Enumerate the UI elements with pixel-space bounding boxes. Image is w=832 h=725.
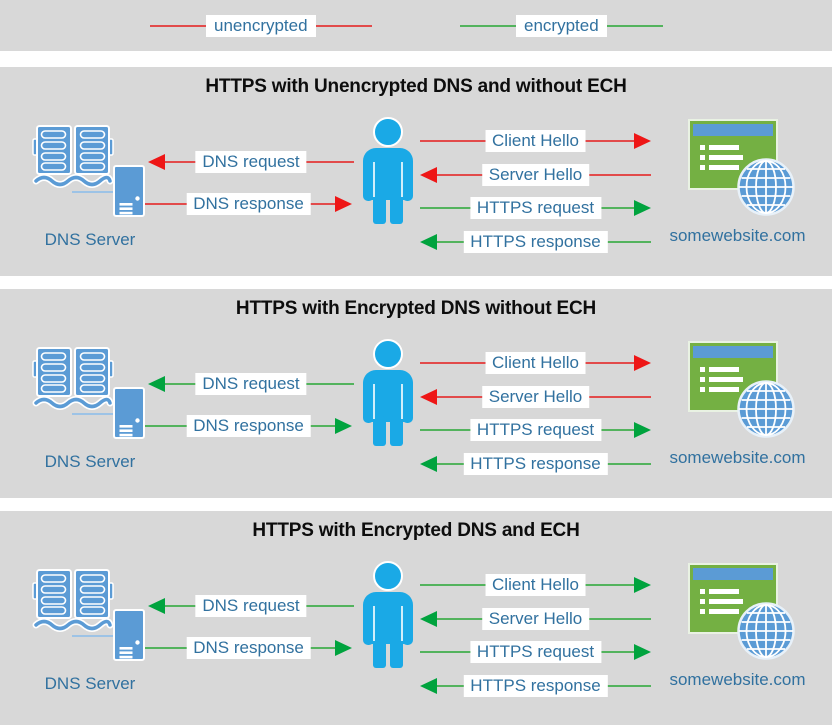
arrowhead-icon: [420, 611, 437, 627]
arrowhead-icon: [634, 644, 651, 660]
book-server-connector: [72, 635, 116, 637]
arrow-label: HTTPS request: [469, 419, 602, 441]
arrow-label: DNS request: [195, 151, 307, 173]
panel-encrypted-dns-no-ech: HTTPS with Encrypted DNS without ECH DNS…: [0, 289, 832, 498]
arrow-label: Client Hello: [485, 130, 586, 152]
arrowhead-icon: [420, 389, 437, 405]
globe-icon: [736, 379, 796, 439]
dns-server-label: DNS Server: [44, 230, 136, 249]
arrow-label: HTTPS request: [469, 197, 602, 219]
unencrypted-line-sample: [150, 25, 206, 27]
arrowhead-icon: [634, 200, 651, 216]
dns-server-tower-icon: [113, 387, 145, 439]
arrow-label: HTTPS request: [469, 641, 602, 663]
encrypted-line-sample: [460, 25, 516, 27]
globe-icon: [736, 601, 796, 661]
dns-server-tower-icon: [113, 609, 145, 661]
arrowhead-icon: [148, 376, 165, 392]
dns-server-label: DNS Server: [44, 674, 136, 693]
arrowhead-icon: [634, 422, 651, 438]
arrow-label: DNS response: [186, 415, 311, 437]
panel-encrypted-dns-ech: HTTPS with Encrypted DNS and ECH DNS Ser…: [0, 511, 832, 725]
arrowhead-icon: [335, 196, 352, 212]
panel-unencrypted-dns-no-ech: HTTPS with Unencrypted DNS and without E…: [0, 67, 832, 276]
arrowhead-icon: [420, 678, 437, 694]
dns-book-icon: [32, 561, 114, 639]
user-icon: [356, 561, 420, 669]
dns-server-tower-icon: [113, 165, 145, 217]
panel-title: HTTPS with Encrypted DNS and ECH: [252, 520, 580, 541]
legend-label: unencrypted: [206, 15, 316, 37]
panel-title: HTTPS with Encrypted DNS without ECH: [235, 298, 597, 319]
arrow-label: Client Hello: [485, 574, 586, 596]
arrowhead-icon: [634, 577, 651, 593]
arrowhead-icon: [148, 154, 165, 170]
arrow-label: Server Hello: [481, 386, 590, 408]
arrow-label: HTTPS response: [463, 231, 608, 253]
website-label: somewebsite.com: [669, 226, 806, 245]
unencrypted-line-sample: [315, 25, 372, 27]
legend-label: encrypted: [516, 15, 607, 37]
arrowhead-icon: [420, 234, 437, 250]
arrowhead-icon: [148, 598, 165, 614]
dns-server-label: DNS Server: [44, 452, 136, 471]
legend-bar: unencrypted encrypted: [0, 0, 832, 51]
dns-book-icon: [32, 117, 114, 195]
arrow-label: HTTPS response: [463, 675, 608, 697]
website-label: somewebsite.com: [669, 448, 806, 467]
book-server-connector: [72, 413, 116, 415]
arrow-label: DNS response: [186, 193, 311, 215]
arrow-label: DNS response: [186, 637, 311, 659]
arrow-label: Server Hello: [481, 164, 590, 186]
arrowhead-icon: [335, 640, 352, 656]
arrow-label: Client Hello: [485, 352, 586, 374]
arrow-label: DNS request: [195, 373, 307, 395]
panel-title: HTTPS with Unencrypted DNS and without E…: [205, 76, 627, 97]
arrowhead-icon: [634, 355, 651, 371]
dns-book-icon: [32, 339, 114, 417]
arrowhead-icon: [634, 133, 651, 149]
arrow-label: HTTPS response: [463, 453, 608, 475]
arrowhead-icon: [420, 167, 437, 183]
website-label: somewebsite.com: [669, 670, 806, 689]
arrow-label: DNS request: [195, 595, 307, 617]
arrowhead-icon: [335, 418, 352, 434]
arrowhead-icon: [420, 456, 437, 472]
legend-item-unencrypted: unencrypted: [150, 15, 372, 37]
legend-item-encrypted: encrypted: [460, 15, 663, 37]
encrypted-line-sample: [606, 25, 663, 27]
user-icon: [356, 117, 420, 225]
globe-icon: [736, 157, 796, 217]
arrow-label: Server Hello: [481, 608, 590, 630]
book-server-connector: [72, 191, 116, 193]
user-icon: [356, 339, 420, 447]
